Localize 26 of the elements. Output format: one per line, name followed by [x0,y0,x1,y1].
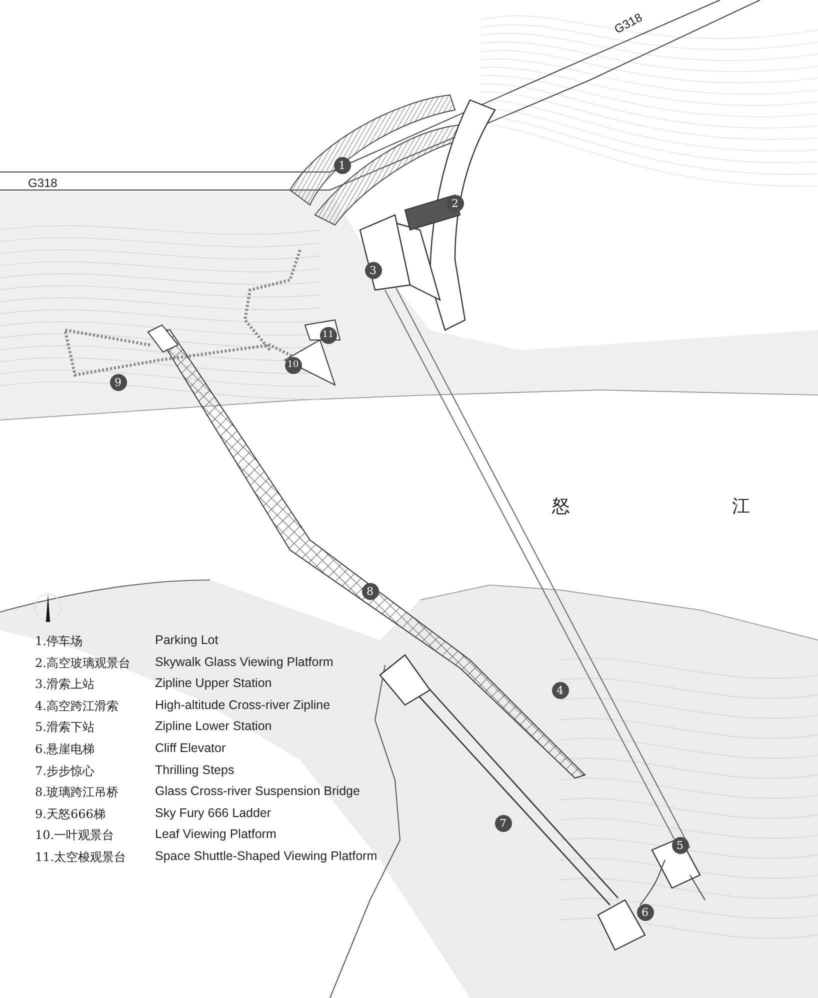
legend-item: 1.停车场 [35,633,82,650]
legend-description: Zipline Upper Station [155,676,272,690]
river-label: 江 [732,495,750,518]
road-label: G318 [612,10,644,36]
legend-item: 11.太空梭观景台 [35,849,126,866]
legend-description: Thrilling Steps [155,762,234,777]
legend-item: 10.一叶观景台 [35,827,114,844]
road-label: G318 [28,176,58,190]
legend-description: Glass Cross-river Suspension Bridge [155,784,360,798]
legend-item: 9.天怒666梯 [35,806,106,823]
legend-description: Parking Lot [155,633,218,647]
legend-description: Skywalk Glass Viewing Platform [155,654,334,669]
legend-item: 8.玻璃跨江吊桥 [35,784,118,802]
legend-item: 4.高空跨江滑索 [35,698,118,715]
legend-item: 2.高空玻璃观景台 [35,654,130,672]
legend-item: 5.滑索下站 [35,719,94,736]
legend-item: 3.滑索上站 [35,676,94,694]
legend-description: Space Shuttle-Shaped Viewing Platform [155,849,378,863]
legend-item: 6.悬崖电梯 [35,741,94,758]
legend-item: 7.步步惊心 [35,762,94,780]
legend-description: High-altitude Cross-river Zipline [155,698,330,712]
legend-description: Leaf Viewing Platform [155,827,276,842]
legend-description: Zipline Lower Station [155,719,272,734]
river-label: 怒 [552,495,570,518]
legend-description: Sky Fury 666 Ladder [155,806,272,820]
legend-description: Cliff Elevator [155,741,226,755]
